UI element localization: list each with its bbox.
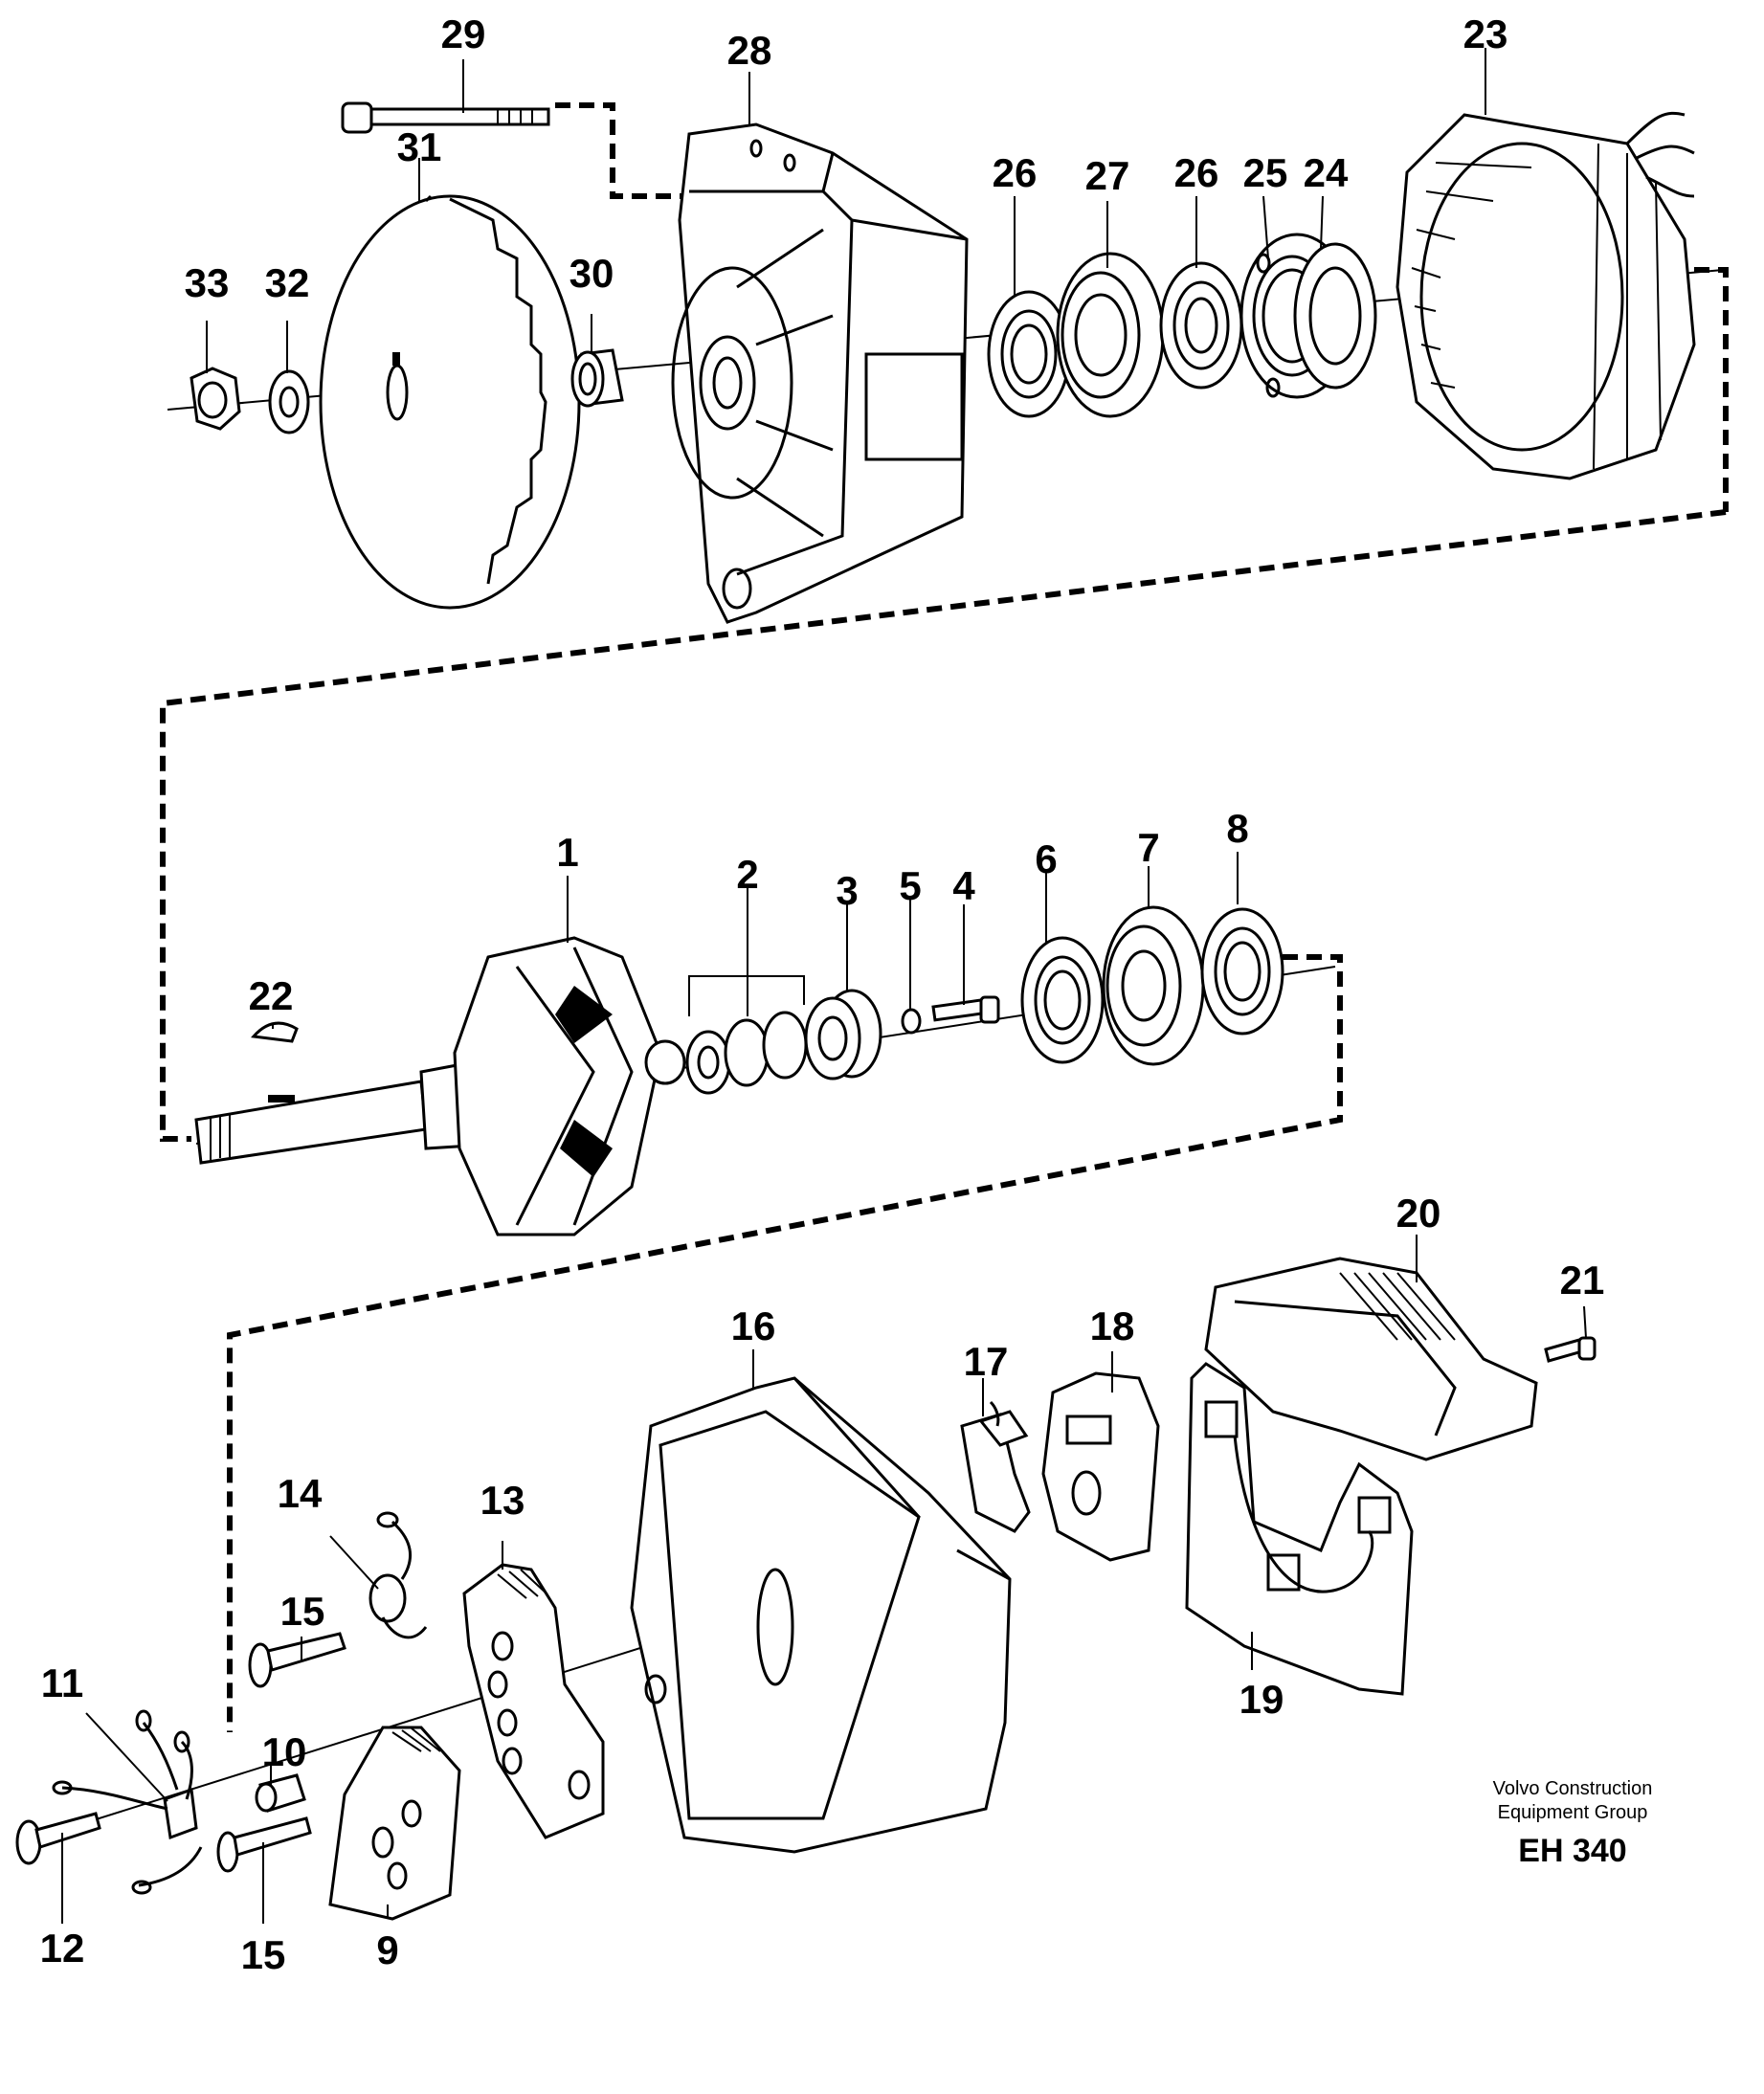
part-33-nut (190, 367, 241, 431)
part-10-sleeve (255, 1773, 306, 1813)
part-9-brush-holder (328, 1726, 461, 1921)
label-10: 10 (262, 1729, 307, 1774)
part-19-bracket (1185, 1362, 1414, 1696)
part-15-screw-upper (248, 1632, 346, 1688)
part-28-housing (671, 123, 969, 624)
label-17: 17 (964, 1339, 1009, 1384)
guide-line-29 (555, 102, 689, 199)
part-3-ring (804, 989, 882, 1080)
part-32-washer (268, 369, 310, 434)
part-1-rotor (194, 936, 686, 1236)
label-27: 27 (1085, 153, 1130, 198)
part-18-plate (1041, 1371, 1160, 1562)
label-19: 19 (1239, 1677, 1284, 1722)
label-20: 20 (1396, 1191, 1441, 1236)
label-31: 31 (397, 124, 442, 169)
part-labels: 29 28 23 31 26 27 26 25 24 33 32 30 1 2 … (40, 11, 1605, 1977)
label-22: 22 (249, 973, 294, 1018)
guide-line-connector-mid (227, 954, 1343, 1732)
part-22-key (251, 1021, 299, 1043)
part-25-24-retainer (1239, 233, 1377, 399)
publisher-line-1: Volvo Construction (1493, 1778, 1653, 1799)
label-32: 32 (265, 260, 310, 305)
leader-lines (61, 48, 1587, 1924)
label-5: 5 (899, 863, 921, 908)
label-30: 30 (569, 251, 614, 296)
part-16-cover (630, 1376, 1012, 1854)
part-30-sleeve (570, 348, 624, 408)
part-4-screw (931, 995, 1000, 1024)
label-6: 6 (1035, 836, 1057, 881)
part-26-seal-right (1159, 261, 1243, 390)
label-1: 1 (556, 830, 578, 875)
part-26-seal-left (987, 290, 1071, 418)
label-11: 11 (41, 1660, 83, 1705)
label-29: 29 (441, 11, 486, 56)
publisher-line-2: Equipment Group (1498, 1802, 1648, 1823)
part-20-heatsink (1204, 1257, 1538, 1461)
part-15-screw-bottom (216, 1816, 312, 1873)
part-8-seal (1200, 907, 1284, 1036)
publisher-code: EH 340 (1518, 1833, 1626, 1869)
label-4: 4 (952, 863, 975, 908)
label-21: 21 (1560, 1258, 1605, 1303)
label-15-upper: 15 (280, 1589, 325, 1634)
guide-line-connector-top (160, 509, 1727, 1142)
label-2: 2 (736, 852, 758, 897)
part-31-fan (319, 194, 581, 610)
label-18: 18 (1090, 1303, 1135, 1348)
part-2-slip-rings (685, 975, 808, 1095)
part-21-screw (1544, 1336, 1597, 1363)
part-7-bearing (1102, 905, 1205, 1066)
part-13-brush-plate (462, 1563, 605, 1839)
part-5-washer (901, 1008, 922, 1035)
part-6-seal (1020, 936, 1105, 1064)
part-23-stator (1396, 111, 1696, 480)
label-8: 8 (1226, 806, 1248, 851)
guide-line-23 (1694, 267, 1729, 512)
label-9: 9 (376, 1927, 398, 1972)
label-14: 14 (278, 1471, 323, 1516)
label-23: 23 (1463, 11, 1508, 56)
label-3: 3 (836, 868, 858, 913)
label-16: 16 (731, 1303, 776, 1348)
label-13: 13 (480, 1478, 525, 1523)
part-14-spring (368, 1511, 428, 1639)
label-25: 25 (1243, 150, 1288, 195)
label-26-top-left: 26 (993, 150, 1038, 195)
label-33: 33 (185, 260, 230, 305)
label-24: 24 (1304, 150, 1349, 195)
label-15-lower: 15 (241, 1932, 286, 1977)
part-17-regulator (960, 1400, 1031, 1533)
label-28: 28 (727, 28, 772, 73)
part-29-bolt (341, 101, 550, 134)
label-7: 7 (1137, 825, 1159, 870)
part-27-bearing (1056, 252, 1165, 418)
part-12-screw (15, 1812, 101, 1865)
label-12: 12 (40, 1926, 85, 1971)
publisher-block: Volvo Construction Equipment Group EH 34… (1493, 1778, 1653, 1869)
label-26-top-right: 26 (1174, 150, 1219, 195)
part-11-terminal (52, 1709, 203, 1895)
